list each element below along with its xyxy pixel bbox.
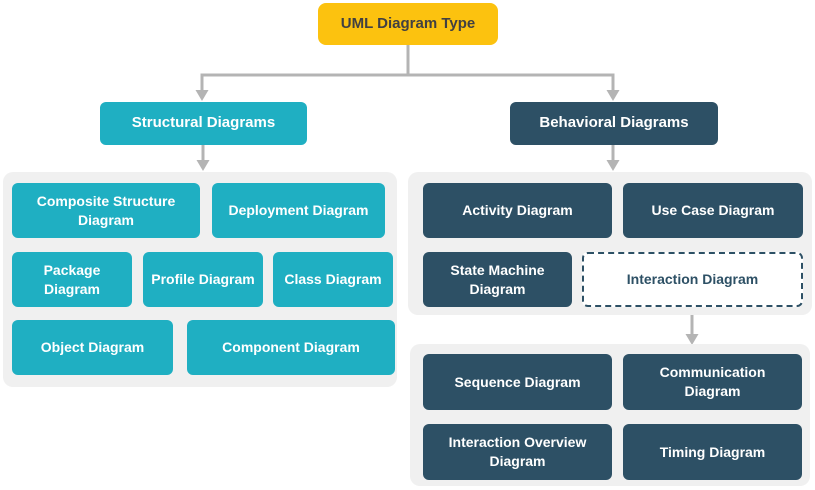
arrow-to-structural-icon: [195, 90, 209, 101]
interaction-overview-diagram-node: Interaction Overview Diagram: [423, 424, 612, 480]
profile-diagram-node: Profile Diagram: [143, 252, 263, 307]
activity-diagram-node: Activity Diagram: [423, 183, 612, 238]
component-diagram-node: Component Diagram: [187, 320, 395, 375]
uml-diagram-type-node: UML Diagram Type: [318, 3, 498, 45]
root-branch-connector: [200, 73, 615, 90]
state-machine-diagram-node: State Machine Diagram: [423, 252, 572, 307]
arrow-to-behavioral-icon: [606, 90, 620, 101]
behavioral-diagrams-node: Behavioral Diagrams: [510, 102, 718, 145]
package-diagram-node: Package Diagram: [12, 252, 132, 307]
use-case-diagram-node: Use Case Diagram: [623, 183, 803, 238]
structural-diagrams-node: Structural Diagrams: [100, 102, 307, 145]
arrow-to-structural-group-icon: [196, 160, 210, 171]
composite-structure-diagram-node: Composite Structure Diagram: [12, 183, 200, 238]
interaction-diagram-node: Interaction Diagram: [582, 252, 803, 307]
deployment-diagram-node: Deployment Diagram: [212, 183, 385, 238]
object-diagram-node: Object Diagram: [12, 320, 173, 375]
class-diagram-node: Class Diagram: [273, 252, 393, 307]
arrow-to-behavioral-group-icon: [606, 160, 620, 171]
communication-diagram-node: Communication Diagram: [623, 354, 802, 410]
timing-diagram-node: Timing Diagram: [623, 424, 802, 480]
sequence-diagram-node: Sequence Diagram: [423, 354, 612, 410]
